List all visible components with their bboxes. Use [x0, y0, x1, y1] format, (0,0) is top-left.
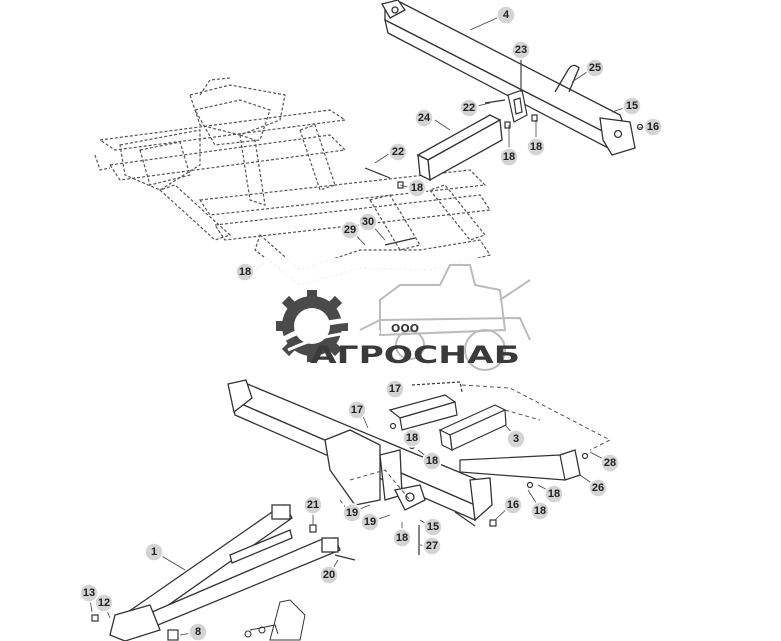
callout-26: 26 [588, 478, 608, 498]
callout-18: 18 [402, 428, 422, 448]
svg-text:19: 19 [346, 507, 358, 519]
svg-text:22: 22 [392, 146, 404, 158]
svg-text:24: 24 [418, 112, 431, 124]
watermark-brand: АГРОСНАБ [310, 341, 520, 369]
svg-text:23: 23 [515, 44, 527, 56]
svg-text:27: 27 [426, 540, 438, 552]
callout-12: 12 [94, 593, 114, 613]
svg-text:19: 19 [364, 516, 376, 528]
top-u-bolt-25 [554, 64, 580, 93]
svg-text:17: 17 [389, 383, 401, 395]
svg-text:17: 17 [351, 404, 363, 416]
callout-20: 20 [319, 565, 339, 585]
watermark-prefix: ООО [391, 322, 419, 335]
bottom-dashed-outline [339, 384, 612, 521]
svg-text:30: 30 [362, 216, 374, 228]
callout-29: 29 [340, 220, 360, 240]
svg-text:16: 16 [507, 499, 519, 511]
svg-text:12: 12 [98, 597, 110, 609]
svg-text:22: 22 [463, 102, 475, 114]
callout-18: 18 [544, 484, 564, 504]
harvester-watermark-icon [359, 264, 531, 371]
callout-18: 18 [499, 147, 519, 167]
svg-text:13: 13 [83, 587, 95, 599]
callout-15: 15 [423, 517, 443, 537]
svg-text:4: 4 [503, 9, 510, 21]
bottom-bracket-17 [388, 381, 463, 431]
callout-17: 17 [347, 400, 367, 420]
svg-text:29: 29 [344, 224, 356, 236]
callout-22: 22 [459, 98, 479, 118]
svg-text:26: 26 [592, 482, 604, 494]
hitch-a-frame [109, 504, 341, 641]
svg-text:18: 18 [239, 266, 251, 278]
svg-text:18: 18 [396, 532, 408, 544]
svg-text:28: 28 [604, 457, 616, 469]
agrosnab-watermark: ООО АГРОСНАБ [250, 258, 535, 378]
callout-18: 18 [392, 528, 412, 548]
top-callouts: 4 23 25 22 24 15 16 18 18 22 18 30 29 18 [235, 5, 663, 282]
svg-text:1: 1 [151, 546, 157, 558]
svg-text:15: 15 [626, 100, 638, 112]
bottom-callouts: 17 17 18 18 3 28 18 26 18 16 21 19 19 15… [79, 379, 620, 641]
callout-30: 30 [358, 212, 378, 232]
svg-text:21: 21 [307, 499, 319, 511]
top-crossbeam-4 [381, 0, 636, 156]
callout-28: 28 [600, 453, 620, 473]
callout-23: 23 [511, 40, 531, 60]
svg-text:16: 16 [647, 121, 659, 133]
callout-18: 18 [235, 262, 255, 282]
callout-19: 19 [360, 512, 380, 532]
svg-text:18: 18 [411, 182, 423, 194]
callout-1: 1 [144, 542, 164, 562]
top-beam-24 [416, 114, 503, 182]
svg-text:3: 3 [513, 433, 519, 445]
callout-3: 3 [506, 429, 526, 449]
callout-25: 25 [585, 58, 605, 78]
svg-text:18: 18 [406, 432, 418, 444]
callout-17: 17 [385, 379, 405, 399]
svg-text:18: 18 [530, 141, 542, 153]
callout-15: 15 [622, 96, 642, 116]
callout-27: 27 [422, 536, 442, 556]
callout-16: 16 [643, 117, 663, 137]
svg-text:18: 18 [503, 151, 515, 163]
callout-18: 18 [530, 501, 550, 521]
svg-text:20: 20 [323, 569, 335, 581]
bottom-main-crossbeam [227, 379, 493, 522]
svg-text:18: 18 [426, 455, 438, 467]
svg-text:18: 18 [534, 505, 546, 517]
callout-22: 22 [388, 142, 408, 162]
bottom-arm-26 [459, 449, 581, 481]
callout-19: 19 [342, 503, 362, 523]
callout-18: 18 [407, 178, 427, 198]
callout-8: 8 [188, 622, 208, 641]
callout-18: 18 [422, 451, 442, 471]
callout-13: 13 [79, 583, 99, 603]
svg-text:18: 18 [548, 488, 560, 500]
callout-24: 24 [414, 108, 434, 128]
chassis-frame-dashed [94, 77, 492, 286]
bottom-small-hardware [91, 422, 589, 641]
gear-logo-icon [276, 290, 381, 362]
svg-text:25: 25 [589, 62, 601, 74]
callout-21: 21 [303, 495, 323, 515]
hitch-chain [244, 599, 306, 641]
callout-4: 4 [496, 5, 516, 25]
callout-16: 16 [503, 495, 523, 515]
svg-text:8: 8 [195, 626, 201, 638]
callout-18: 18 [526, 137, 546, 157]
svg-text:15: 15 [427, 521, 439, 533]
